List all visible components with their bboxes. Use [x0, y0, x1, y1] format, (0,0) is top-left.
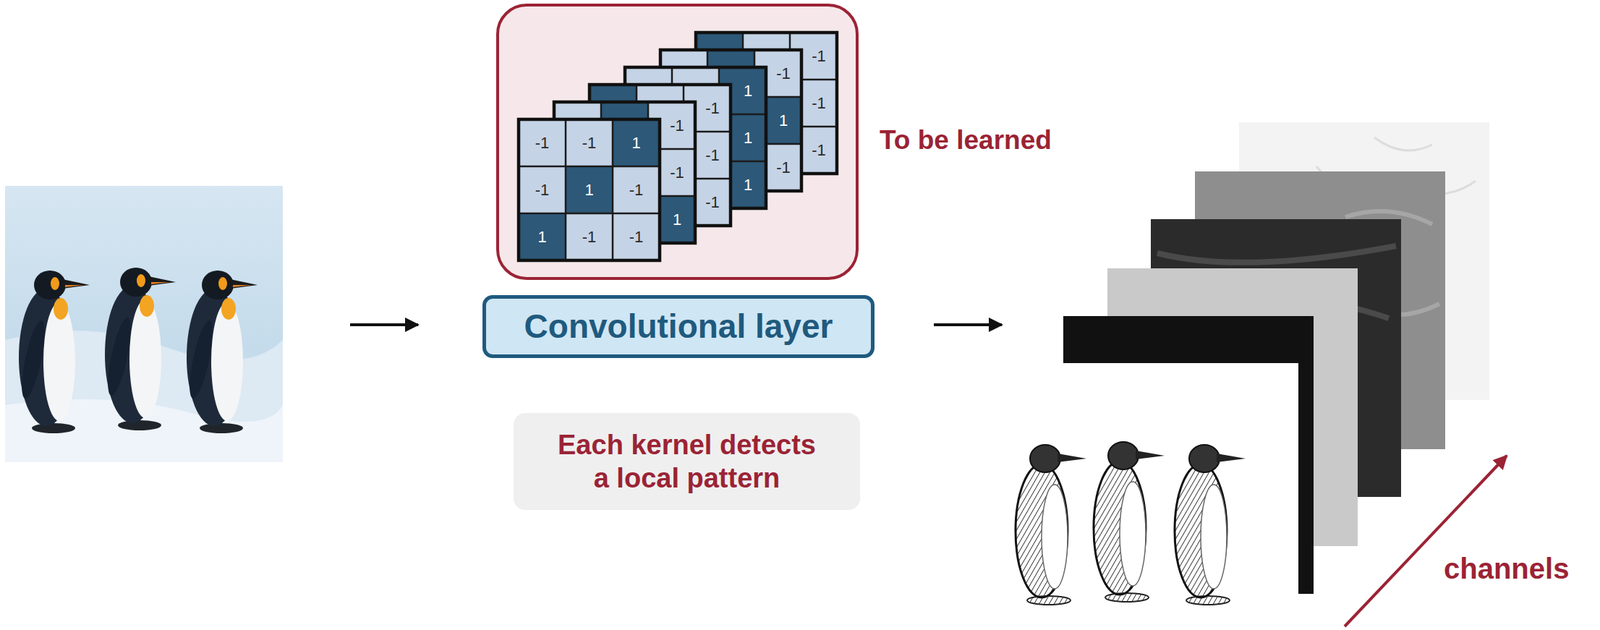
channel-axis-arrow: [1344, 455, 1507, 627]
kernel-weight: 1: [672, 211, 682, 228]
kernel-weight: -1: [811, 95, 827, 112]
annotation-text: To be learned: [879, 126, 1052, 154]
kernel-weight: -1: [582, 229, 597, 246]
kernel-weight: -1: [705, 147, 720, 164]
kernel-weight: -1: [629, 182, 644, 199]
kernel-weight: 1: [537, 229, 547, 246]
kernel-weight: -1: [776, 159, 791, 176]
kernel-container: [497, 5, 858, 279]
kernel-weight: -1: [669, 117, 685, 134]
kernel-weight: -1: [776, 65, 791, 82]
process-box: Convolutional layer: [482, 295, 875, 359]
kernel-weight: -1: [535, 182, 550, 199]
kernel-weight: 1: [779, 112, 788, 129]
kernel-weight: -1: [582, 135, 597, 152]
kernel-weight: -1: [535, 135, 550, 152]
kernel-weight: -1: [629, 229, 644, 246]
penguin-photo: [5, 185, 283, 463]
kernel-weight: 1: [743, 83, 753, 100]
axis-label: channels: [1443, 554, 1569, 584]
node-text: Convolutional layer: [524, 307, 834, 346]
kernel-weight: 1: [584, 182, 594, 199]
kernel-weight: -1: [669, 164, 685, 181]
kernel-grid: [518, 119, 660, 261]
kernel-weight: -1: [705, 194, 720, 211]
kernel-weight: -1: [811, 48, 827, 65]
kernel-weight: -1: [705, 100, 720, 117]
flow-arrow: [933, 323, 1002, 327]
kernel-weight: 1: [631, 135, 641, 152]
flow-arrow: [350, 323, 419, 327]
kernel-weight: 1: [743, 177, 753, 194]
feature-maps: [1015, 122, 1490, 630]
node-text: Each kernel detects a local pattern: [549, 428, 825, 496]
kernel-weight: 1: [743, 130, 753, 147]
kernel-weight: -1: [811, 142, 827, 159]
note-box: Each kernel detects a local pattern: [513, 413, 861, 510]
